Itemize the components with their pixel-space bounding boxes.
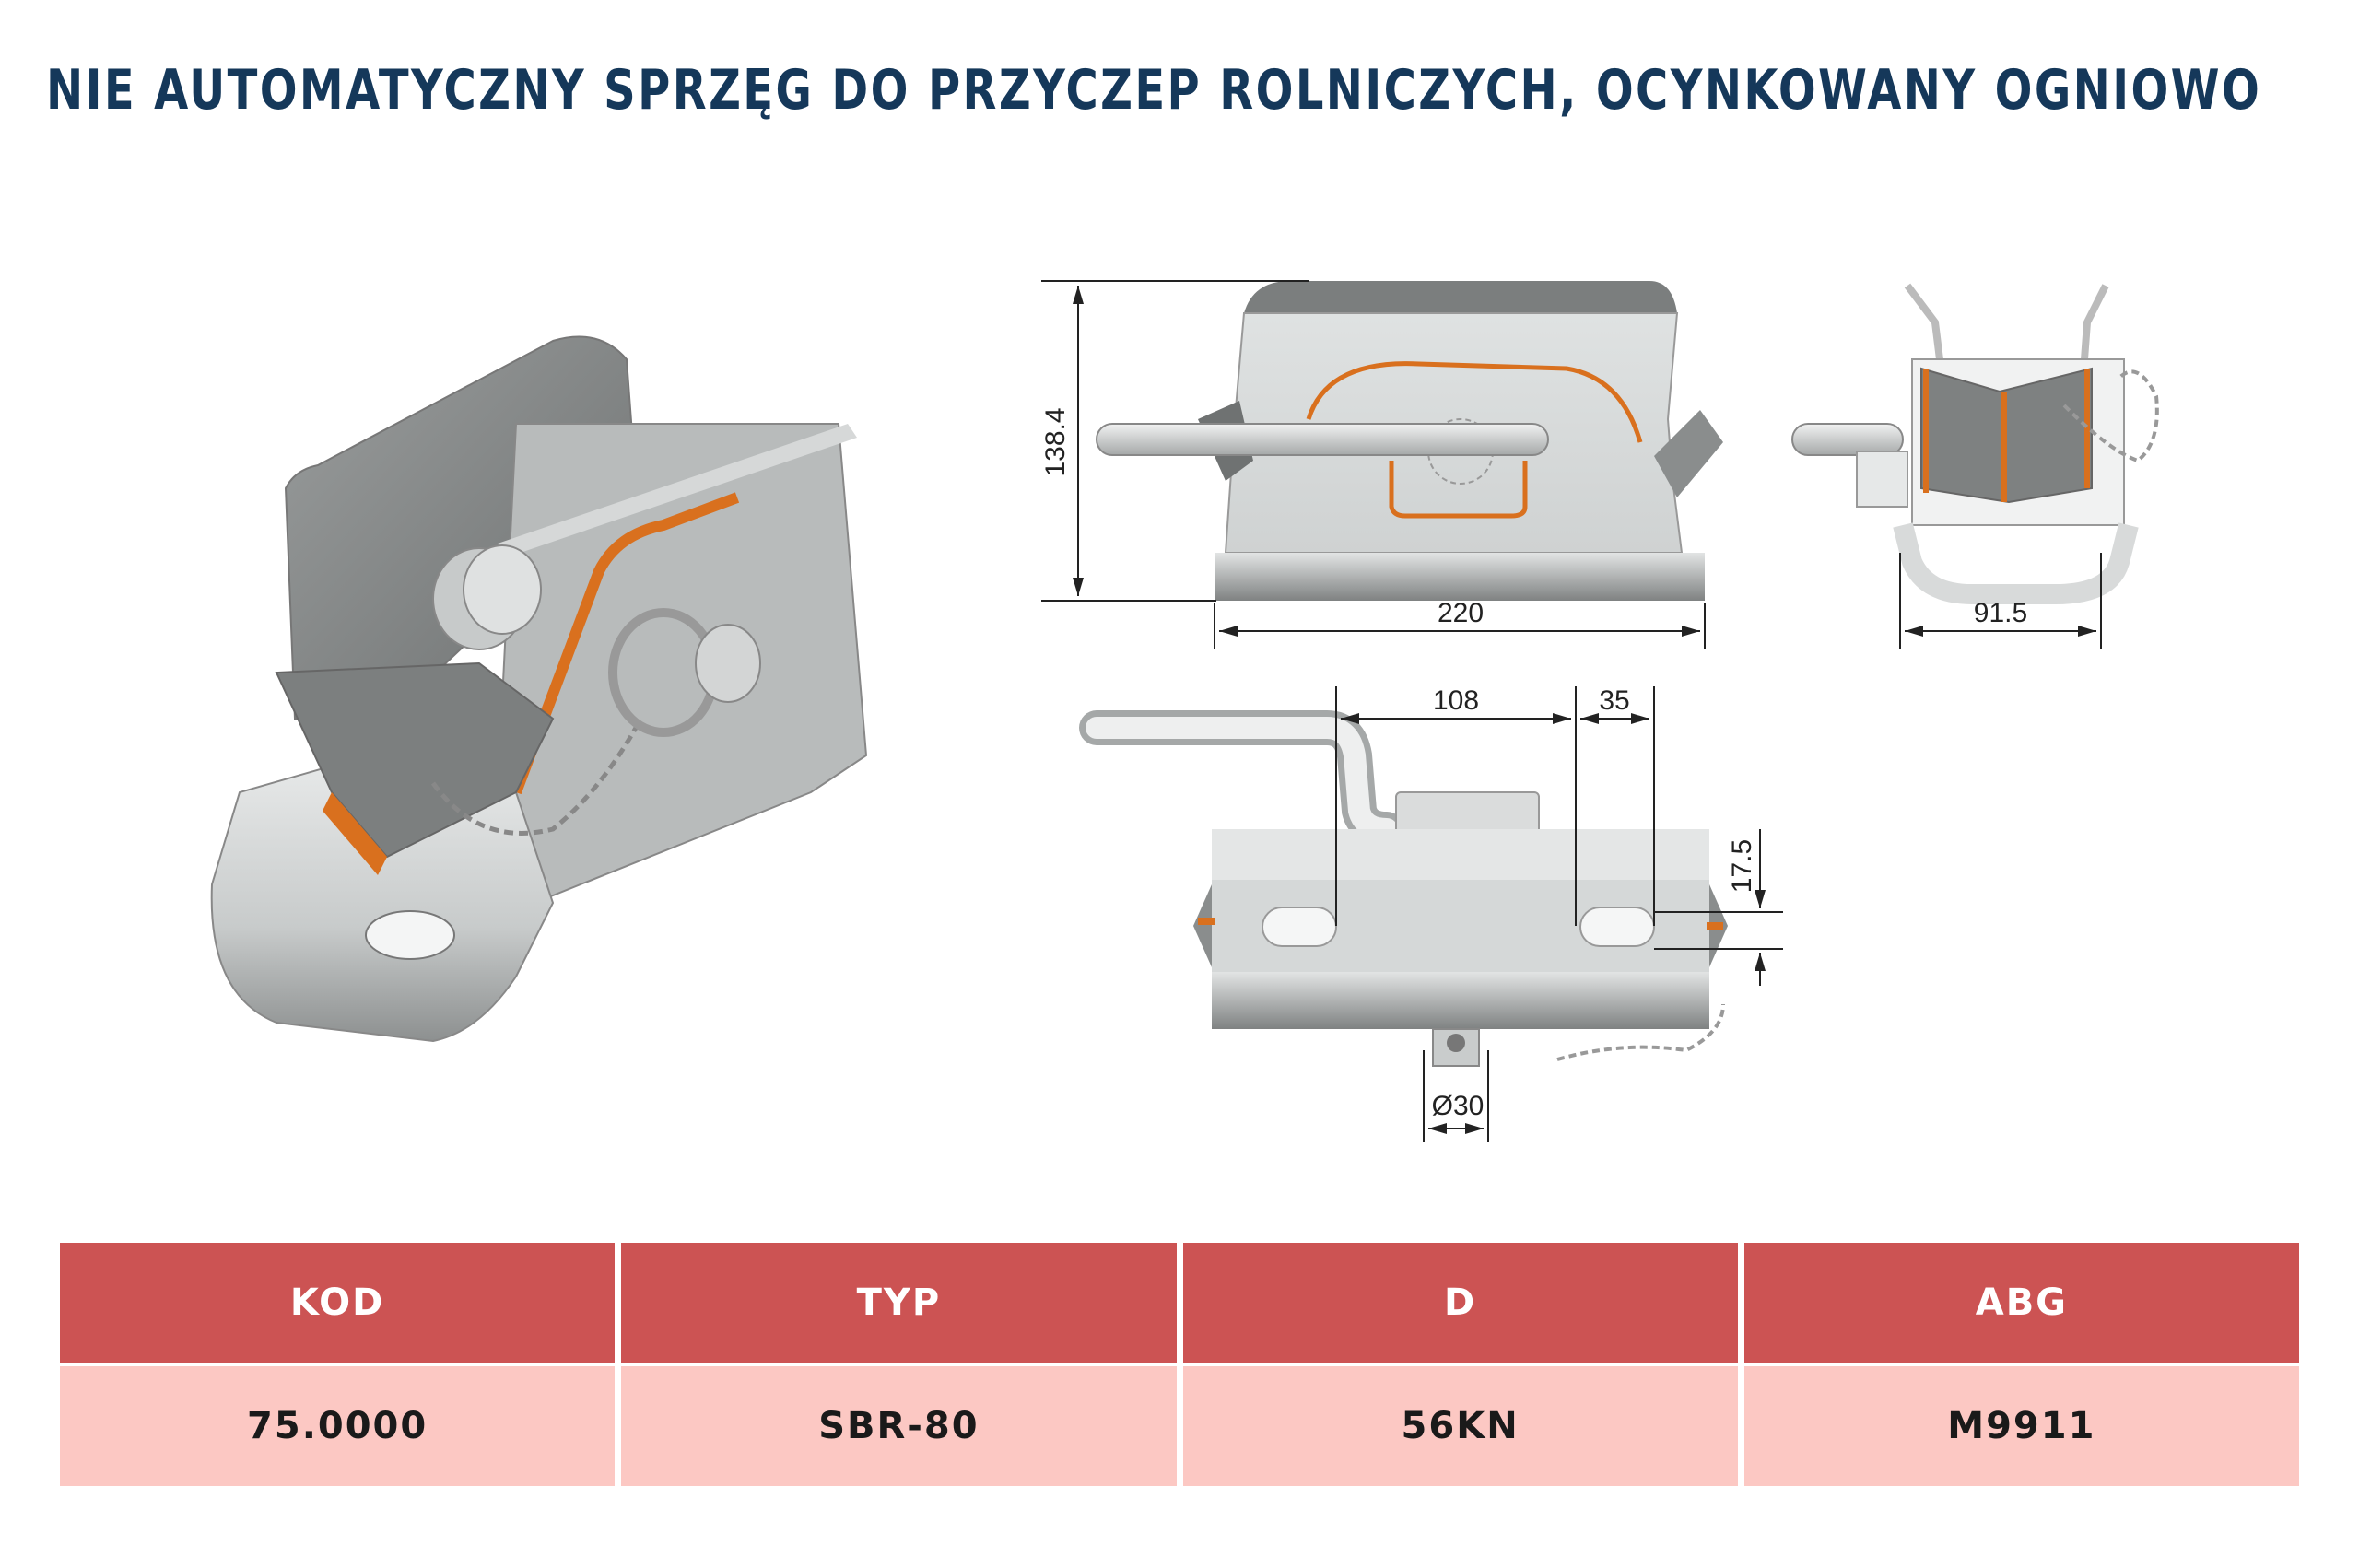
table-row: 75.0000 SBR-80 56KN M9911 bbox=[60, 1366, 2299, 1486]
table-header-row: KOD TYP D ABG bbox=[60, 1243, 2299, 1363]
dim-slot-width: 35 bbox=[1599, 685, 1629, 716]
front-view: 138.4 220 bbox=[1040, 280, 1723, 649]
dim-pin-diameter: Ø30 bbox=[1432, 1091, 1485, 1121]
header-kod: KOD bbox=[60, 1243, 616, 1363]
dim-slot-height: 17.5 bbox=[1727, 839, 1757, 893]
dim-side-width: 91.5 bbox=[1974, 598, 2027, 628]
isometric-view bbox=[210, 335, 868, 1043]
page-title: NIE AUTOMATYCZNY SPRZĘG DO PRZYCZEP ROLN… bbox=[46, 58, 2262, 123]
cell-typ: SBR-80 bbox=[621, 1366, 1177, 1486]
side-view: 91.5 bbox=[1791, 283, 2159, 649]
header-d: D bbox=[1182, 1243, 1738, 1363]
header-typ: TYP bbox=[621, 1243, 1177, 1363]
cell-d: 56KN bbox=[1182, 1366, 1738, 1486]
product-drawing: 138.4 220 91.5 bbox=[210, 280, 2159, 1142]
spec-table: KOD TYP D ABG 75.0000 SBR-80 56KN M9911 bbox=[53, 1239, 2306, 1490]
header-abg: ABG bbox=[1743, 1243, 2299, 1363]
cell-abg: M9911 bbox=[1743, 1366, 2299, 1486]
dim-height: 138.4 bbox=[1040, 407, 1071, 476]
dim-slot-spacing: 108 bbox=[1433, 685, 1479, 716]
cell-kod: 75.0000 bbox=[60, 1366, 616, 1486]
dim-width: 220 bbox=[1438, 598, 1484, 628]
plan-view: 108 35 17.5 Ø30 bbox=[1079, 685, 1783, 1142]
